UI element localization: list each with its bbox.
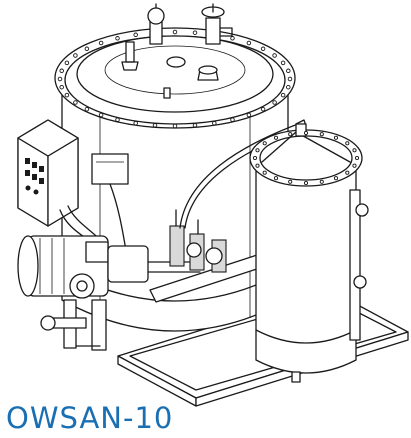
bolt [115, 117, 120, 122]
top-fittings [121, 3, 233, 99]
filter-flange-bolts [252, 130, 360, 186]
bolt [98, 40, 104, 46]
bolt [288, 179, 293, 184]
bolt [262, 170, 267, 175]
bolt [64, 92, 70, 98]
bolt [333, 135, 339, 140]
bolt [192, 123, 198, 128]
bolt [246, 112, 252, 118]
bolt [303, 130, 309, 136]
bolt [84, 46, 90, 52]
model-name-label: OWSAN-10 [6, 401, 174, 435]
bolt [212, 120, 217, 126]
bolt [64, 60, 70, 66]
bolt [354, 155, 360, 161]
bolt [352, 148, 357, 153]
pump-motor [17, 235, 201, 299]
bolt [260, 106, 266, 112]
bolt [319, 132, 324, 137]
bolt [59, 68, 64, 74]
bolt [115, 36, 120, 41]
bolt [59, 84, 64, 90]
bolt [252, 155, 258, 161]
control-panel [17, 119, 129, 263]
bolt [280, 92, 286, 98]
bolt [133, 32, 138, 38]
bolt [333, 176, 339, 181]
bolt [73, 53, 78, 58]
bolt [230, 36, 235, 41]
bolt [319, 179, 324, 184]
bolt [273, 135, 279, 140]
bolt [260, 46, 266, 52]
bolt [280, 60, 286, 66]
bolt [192, 30, 198, 35]
bolt [255, 148, 260, 153]
bolt [273, 176, 279, 181]
bolt [246, 40, 252, 46]
bolt [133, 120, 138, 126]
bolt [288, 132, 293, 137]
bolt [57, 76, 63, 82]
bolt [98, 112, 104, 118]
bolt [262, 141, 267, 146]
bolt [172, 29, 178, 35]
valve-manifold [40, 209, 267, 351]
bolt [345, 141, 350, 146]
bolt [152, 123, 158, 128]
bolt [230, 117, 235, 122]
bolt [303, 180, 309, 186]
bolt [352, 163, 357, 168]
bolt [84, 106, 90, 112]
bolt [73, 100, 78, 105]
bolt [286, 84, 291, 90]
filter-column [249, 123, 369, 383]
bolt [286, 68, 291, 74]
bolt [172, 123, 178, 129]
bolt [272, 100, 277, 105]
bolt [272, 53, 277, 58]
bolt [345, 170, 350, 175]
bolt [287, 76, 293, 82]
bolt [255, 163, 260, 168]
